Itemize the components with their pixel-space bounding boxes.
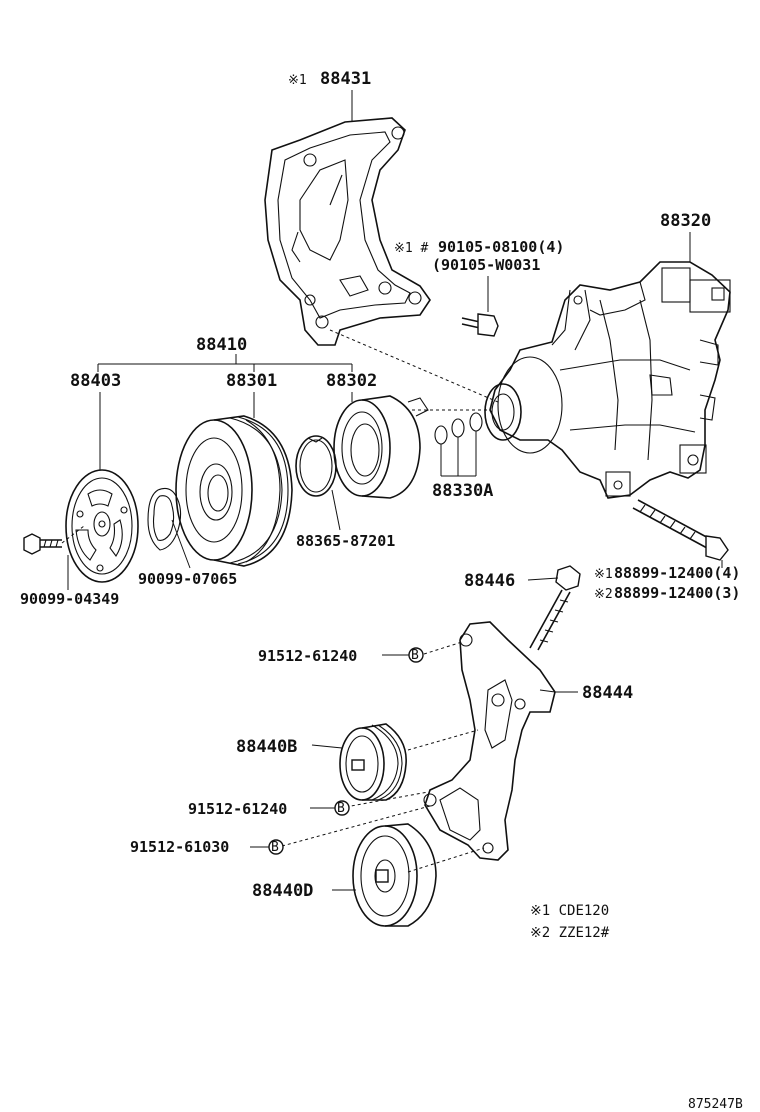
snap-ring-88365-drawing <box>295 435 341 531</box>
idler-pulley-d-drawing <box>332 823 437 927</box>
clutch-plate-drawing <box>65 392 139 583</box>
nut-marker-2: B <box>334 800 350 816</box>
nut-marker-3: B <box>268 839 284 855</box>
label-88320: 88320 <box>660 211 711 231</box>
label-88410: 88410 <box>196 335 247 355</box>
bolt-90099-04349-drawing <box>23 525 85 590</box>
figure-id: 875247B <box>688 1097 743 1112</box>
upper-bracket-drawing <box>264 117 431 346</box>
stator-drawing <box>333 392 429 499</box>
label-91512-61240-a: 91512-61240 <box>258 647 357 665</box>
clutch-group-bracket <box>97 354 353 372</box>
nut-marker-1: B <box>408 647 424 663</box>
bolt-c1-mark: ※1 <box>594 567 613 582</box>
label-88440B: 88440B <box>236 737 297 757</box>
bolt-90105-drawing <box>461 276 499 337</box>
label-90099-07065: 90099-07065 <box>138 570 237 588</box>
label-90105-08100: 90105-08100(4) <box>438 238 564 256</box>
label-88365-87201: 88365-87201 <box>296 532 395 550</box>
label-91512-61030: 91512-61030 <box>130 838 229 856</box>
bracket-upper-mark: ※1 <box>288 73 307 88</box>
shim-drawing <box>434 412 483 477</box>
bolt-c2-mark: ※2 <box>594 587 613 602</box>
compressor-drawing <box>484 261 731 499</box>
label-91512-61240-b: 91512-61240 <box>188 800 287 818</box>
snap-ring-90099-07065-drawing <box>147 487 191 569</box>
bolt-a-mark: ※1 # <box>394 241 429 256</box>
svg-text:B: B <box>411 648 419 663</box>
stud-bolt-drawing <box>527 565 581 651</box>
legend-note-2: ※2 ZZE12# <box>530 925 610 941</box>
label-88403: 88403 <box>70 371 121 391</box>
svg-text:B: B <box>271 840 279 855</box>
lower-bracket-drawing <box>423 621 556 861</box>
label-88446: 88446 <box>464 571 515 591</box>
label-88302: 88302 <box>326 371 377 391</box>
label-90105-W0031: (90105-W0031 <box>432 256 540 274</box>
label-88330A: 88330A <box>432 481 493 501</box>
idler-pulley-b-drawing <box>311 723 407 801</box>
svg-text:B: B <box>337 801 345 816</box>
label-88899-12400-4: 88899-12400(4) <box>614 564 740 582</box>
label-88301: 88301 <box>226 371 277 391</box>
pulley-drawing <box>175 392 293 567</box>
bolt-88899-drawing <box>632 499 729 568</box>
legend-note-1: ※1 CDE120 <box>530 903 609 919</box>
label-90099-04349: 90099-04349 <box>20 590 119 608</box>
label-88899-12400-3: 88899-12400(3) <box>614 584 740 602</box>
label-88440D: 88440D <box>252 881 313 901</box>
label-88431: 88431 <box>320 69 371 89</box>
label-88444: 88444 <box>582 683 633 703</box>
